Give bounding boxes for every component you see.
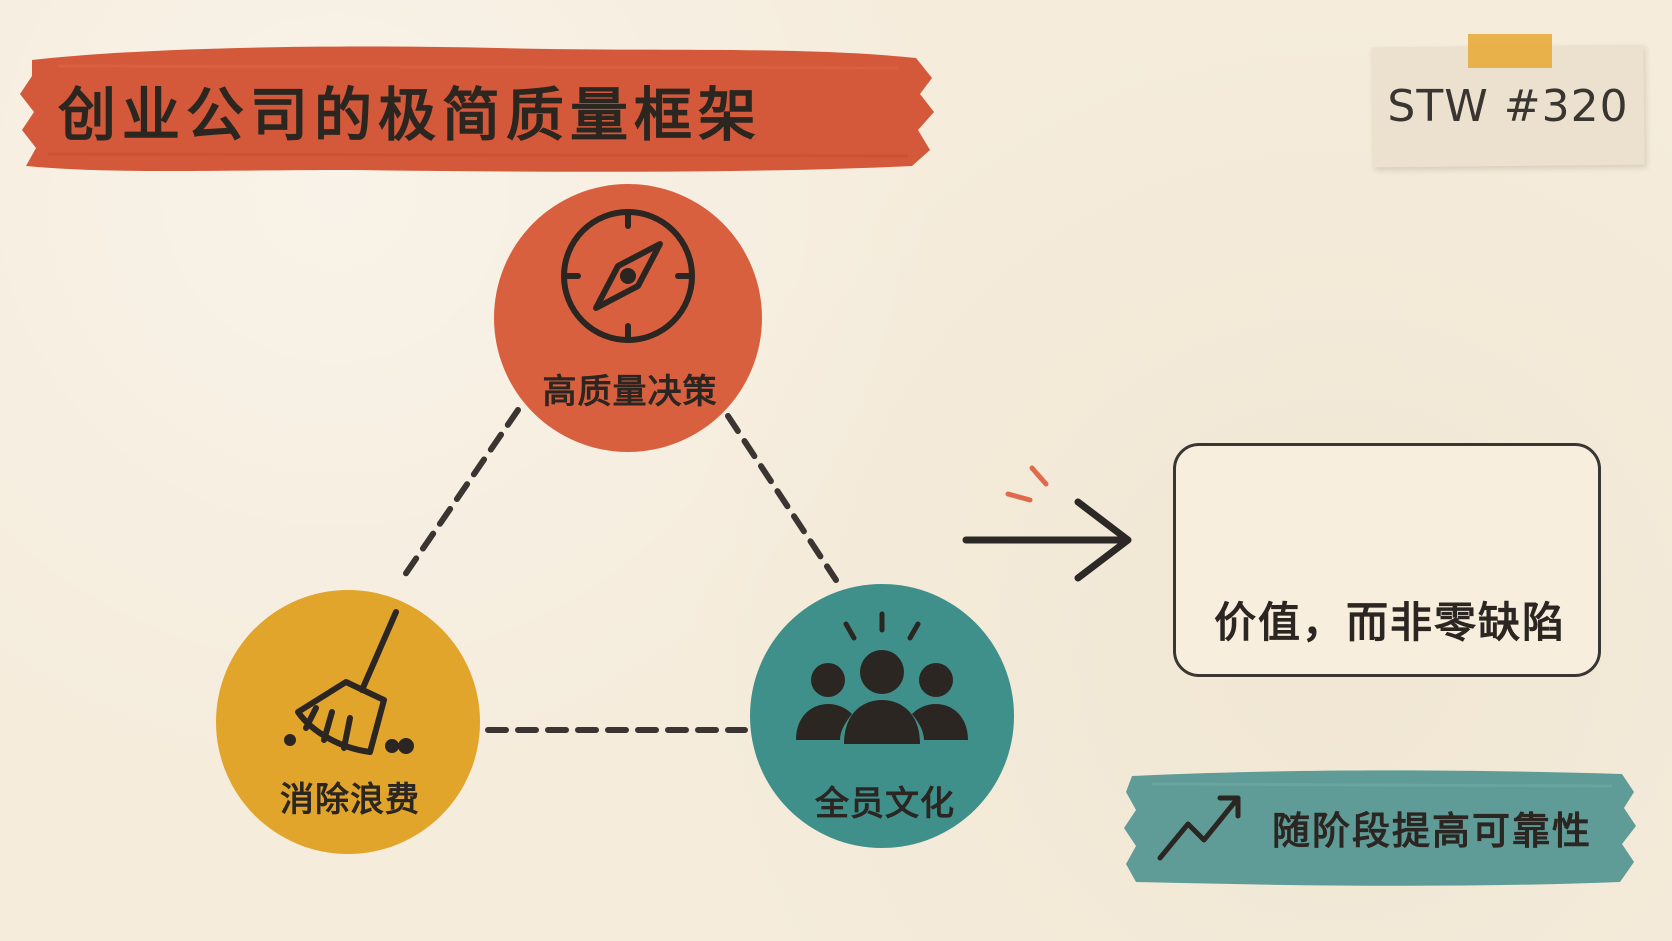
- trend-up-icon: [1157, 795, 1241, 861]
- arrow-icon: [962, 498, 1132, 582]
- compass-icon: [561, 209, 695, 343]
- trend-banner: 随阶段提高可靠性: [1122, 762, 1640, 892]
- page-title: 创业公司的极简质量框架: [58, 81, 763, 149]
- outcome-box: 价值，而非零缺陷: [1173, 443, 1601, 677]
- outcome-label: 价值，而非零缺陷: [1213, 598, 1566, 647]
- brush-stroke-banner: [20, 46, 934, 172]
- node-waste-label: 消除浪费: [280, 780, 420, 820]
- node-decisions-circle: [494, 184, 762, 452]
- issue-number: STW #320: [1387, 80, 1629, 132]
- connector-decisions-culture: [725, 413, 839, 583]
- spark-lines: [1005, 465, 1049, 503]
- tape-strip: [1468, 34, 1552, 68]
- issue-tag: STW #320: [1371, 34, 1645, 168]
- people-icon: [796, 611, 968, 744]
- node-culture-label: 全员文化: [815, 784, 955, 824]
- trend-brush-stroke: [1124, 770, 1636, 886]
- trend-label: 随阶段提高可靠性: [1272, 808, 1593, 853]
- title-banner: 创业公司的极简质量框架: [18, 38, 938, 182]
- broom-icon: [284, 609, 414, 755]
- node-decisions-label: 高质量决策: [542, 372, 718, 412]
- connector-decisions-waste: [397, 407, 521, 585]
